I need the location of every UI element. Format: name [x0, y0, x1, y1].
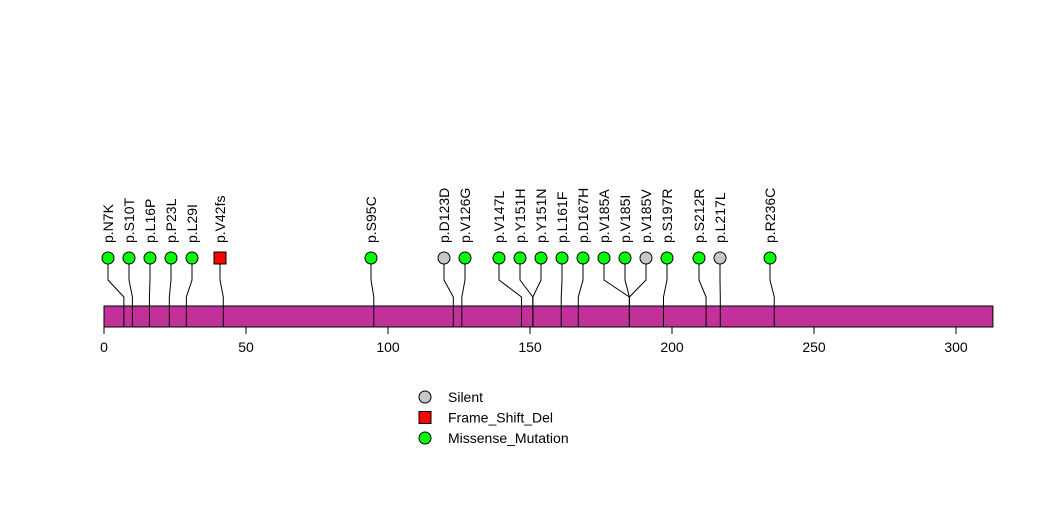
mutation-label: p.S10T: [121, 197, 137, 243]
mutation-label: p.V126G: [457, 188, 473, 243]
mutation-marker-circle: [556, 252, 568, 264]
mutation-label: p.S197R: [659, 189, 675, 243]
mutation-label: p.Y151N: [533, 189, 549, 243]
mutation-marker-circle: [693, 252, 705, 264]
mutation-label: p.V185V: [638, 189, 654, 243]
mutation-label: p.S95C: [363, 196, 379, 243]
mutation-marker-circle: [619, 252, 631, 264]
mutation-marker-circle: [438, 252, 450, 264]
mutation-label: p.D167H: [575, 188, 591, 243]
mutation-label: p.V185A: [596, 189, 612, 243]
mutation-label: p.V185I: [617, 195, 633, 243]
x-tick-label: 100: [376, 339, 400, 355]
mutation-label: p.L16P: [142, 199, 158, 243]
mutation-label: p.L217L: [712, 192, 728, 243]
mutation-label: p.P23L: [163, 198, 179, 243]
x-tick-label: 50: [238, 339, 254, 355]
mutation-label: p.V147L: [491, 191, 507, 243]
mutation-marker-circle: [186, 252, 198, 264]
mutation-label: p.L161F: [554, 192, 570, 243]
mutation-label: p.D123D: [436, 188, 452, 243]
mutation-marker-circle: [577, 252, 589, 264]
mutation-marker-circle: [514, 252, 526, 264]
x-tick-label: 250: [802, 339, 826, 355]
mutation-label: p.V42fs: [212, 196, 228, 243]
mutation-marker-circle: [640, 252, 652, 264]
mutation-marker-circle: [598, 252, 610, 264]
mutation-label: p.Y151H: [512, 189, 528, 243]
legend-square-icon: [419, 412, 431, 424]
mutation-marker-circle: [535, 252, 547, 264]
legend-label: Silent: [448, 389, 483, 405]
legend-label: Frame_Shift_Del: [448, 410, 553, 426]
mutation-marker-circle: [764, 252, 776, 264]
x-tick-label: 300: [944, 339, 968, 355]
legend-circle-icon: [419, 432, 431, 444]
legend-label: Missense_Mutation: [448, 430, 569, 446]
mutation-marker-circle: [144, 252, 156, 264]
mutation-label: p.S212R: [691, 189, 707, 243]
mutation-label: p.L29I: [184, 204, 200, 243]
mutation-marker-square: [214, 252, 226, 264]
x-tick-label: 150: [518, 339, 542, 355]
mutation-marker-circle: [459, 252, 471, 264]
mutation-marker-circle: [493, 252, 505, 264]
mutation-marker-circle: [714, 252, 726, 264]
mutation-marker-circle: [102, 252, 114, 264]
mutation-label: p.N7K: [100, 203, 116, 243]
protein-bar: [104, 306, 993, 327]
mutation-marker-circle: [365, 252, 377, 264]
mutation-marker-circle: [165, 252, 177, 264]
legend-circle-icon: [419, 391, 431, 403]
x-tick-label: 0: [100, 339, 108, 355]
x-tick-label: 200: [660, 339, 684, 355]
mutation-label: p.R236C: [762, 188, 778, 243]
mutation-marker-circle: [123, 252, 135, 264]
lollipop-stem: [149, 258, 150, 327]
mutation-marker-circle: [661, 252, 673, 264]
